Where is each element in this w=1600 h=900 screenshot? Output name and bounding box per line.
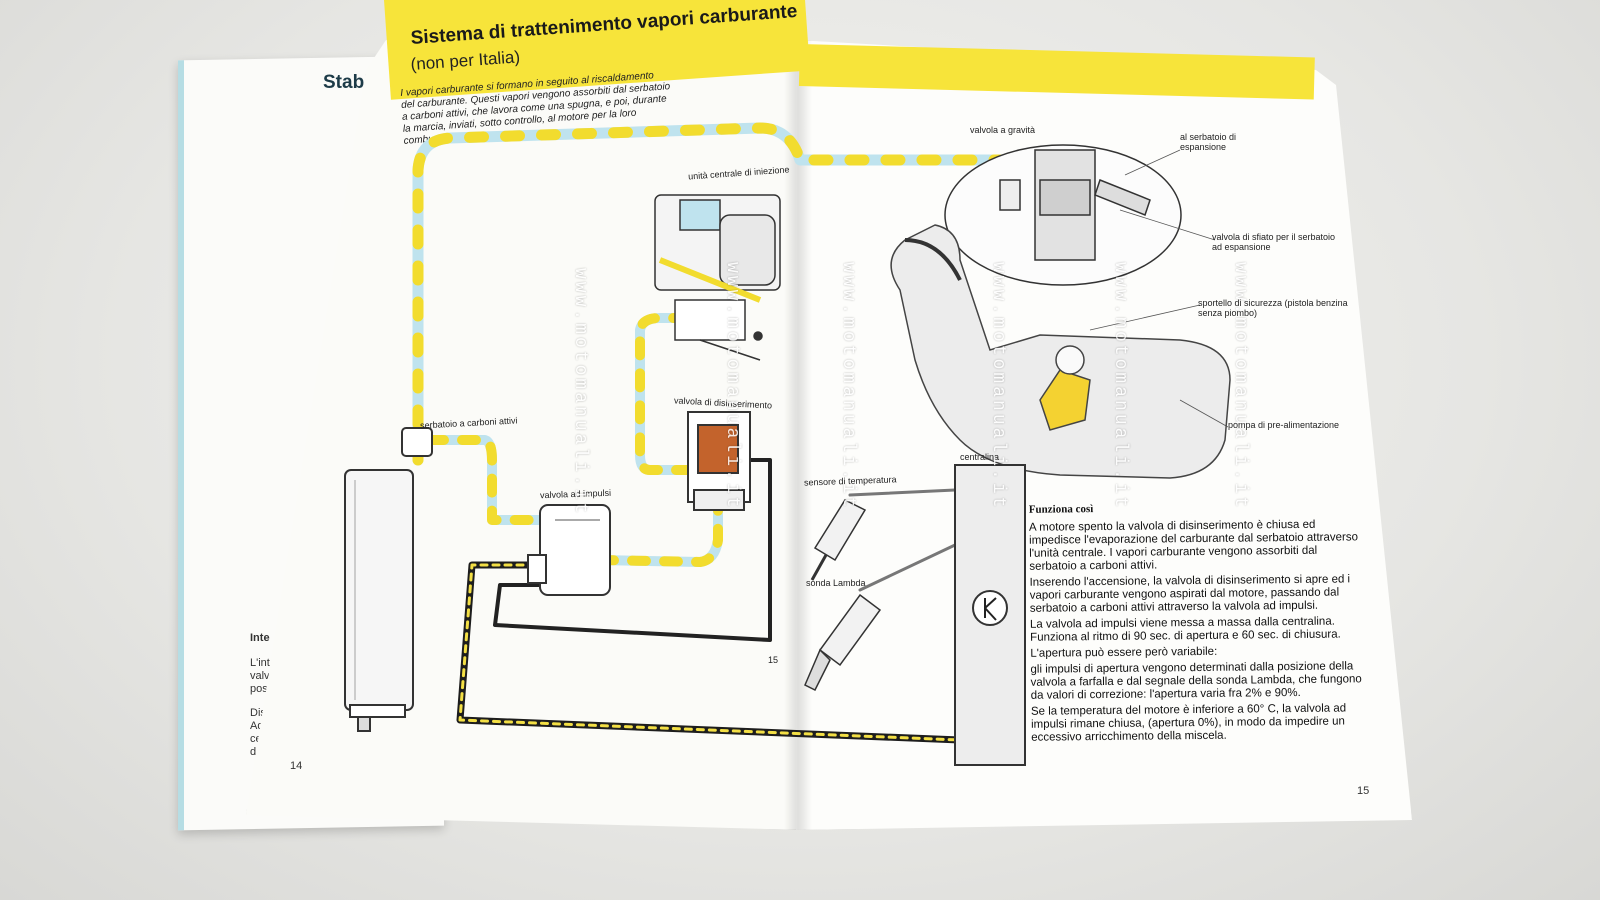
back-fragment: Dis (250, 707, 266, 719)
back-fragment: pos (250, 683, 268, 695)
back-fragment: Inte (250, 632, 270, 644)
paragraph: Se la temperatura del motore è inferiore… (1030, 702, 1347, 744)
watermark: www.motomanuali.it (722, 262, 742, 511)
injection-unit (654, 194, 781, 361)
label-connector: 15 (768, 655, 779, 665)
pulse-valve (527, 504, 611, 596)
tank-vent-detail (944, 144, 1182, 286)
paragraph: gli impulsi di apertura vengono determin… (1030, 660, 1362, 702)
fuel-tank (890, 224, 1231, 479)
explanation-text: Funziona così A motore spento la valvola… (1029, 500, 1367, 747)
page-number-right: 15 (1357, 785, 1370, 797)
paragraph: L'apertura può essere però variabile: (1030, 645, 1218, 660)
label-gravity-valve: valvola a gravità (970, 125, 1036, 135)
cutoff-valve (687, 411, 751, 511)
label-safety-door: sportello di sicurezza (pistola benzina … (1198, 298, 1348, 318)
watermark: www.motomanuali.it (570, 268, 590, 517)
lambda-sensor (804, 593, 882, 692)
temperature-sensor (810, 499, 867, 581)
watermark: www.motomanuali.it (838, 262, 858, 511)
watermark: www.motomanuali.it (988, 262, 1008, 511)
label-to-expansion: al serbatoio di espansione (1180, 132, 1237, 152)
back-fragment: L'int (250, 657, 270, 669)
paragraph: La valvola ad impulsi viene messa a mass… (1029, 615, 1341, 644)
back-fragment: valv (250, 670, 270, 682)
ecu-unit (954, 464, 1026, 766)
watermark: www.motomanuali.it (1230, 262, 1250, 511)
section-heading: Funziona così (1028, 503, 1094, 516)
carbon-canister (344, 427, 433, 732)
paragraph: Inserendo l'accensione, la valvola di di… (1029, 573, 1351, 615)
back-fragment: ce (250, 733, 262, 745)
book-gutter (784, 40, 812, 830)
label-pre-pump: pompa di pre-alimentazione (1228, 420, 1340, 430)
vapor-hose-dash (412, 122, 1006, 466)
label-ecu: centralina (960, 452, 1000, 462)
label-vent-valve: valvola di sfiato per il serbatoio ad es… (1212, 232, 1336, 252)
label-lambda: sonda Lambda (806, 578, 866, 588)
watermark: www.motomanuali.it (1110, 262, 1130, 511)
paragraph: A motore spento la valvola di disinserim… (1028, 518, 1359, 573)
page-number-left: 14 (290, 760, 303, 772)
